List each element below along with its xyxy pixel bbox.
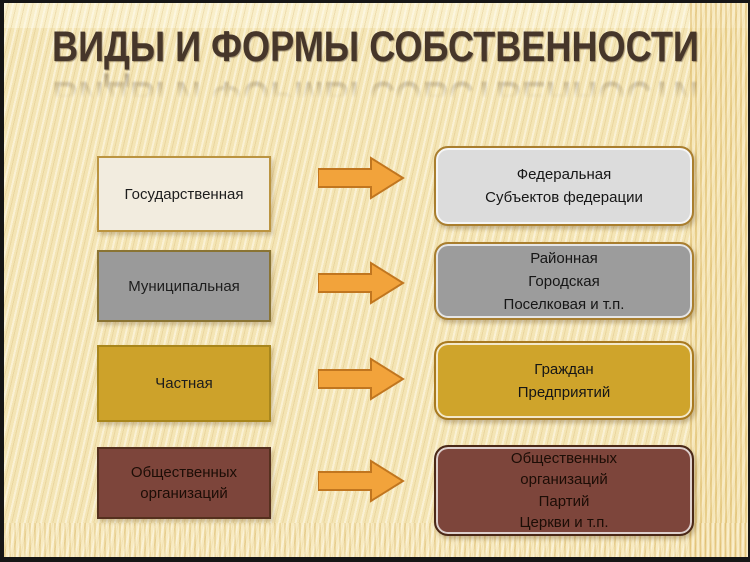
arrow-shape bbox=[318, 261, 405, 305]
category-label-state: Государственная bbox=[124, 185, 244, 203]
title-block: ВИДЫ И ФОРМЫ СОБСТВЕННОСТИ ВИДЫ И ФОРМЫ … bbox=[52, 22, 750, 120]
category-label-private: Частная bbox=[155, 375, 213, 392]
category-label-public: Общественных организаций bbox=[130, 464, 238, 502]
box-line: Поселковая и т.п. bbox=[503, 295, 625, 313]
page-title: ВИДЫ И ФОРМЫ СОБСТВЕННОСТИ bbox=[52, 23, 699, 71]
category-box-public: Общественных организаций bbox=[97, 447, 271, 519]
arrow-right-icon bbox=[318, 357, 405, 401]
title-reflection: ВИДЫ И ФОРМЫ СОБСТВЕННОСТИ bbox=[52, 72, 699, 120]
box-line: Субъектов федерации bbox=[485, 189, 643, 206]
box-line: Федеральная bbox=[516, 166, 612, 183]
arrow-right-icon bbox=[318, 156, 405, 200]
box-line: Граждан bbox=[534, 360, 594, 378]
category-label-municipal: Муниципальная bbox=[128, 277, 240, 295]
box-line: Общественных bbox=[510, 449, 618, 467]
category-box-private: Частная bbox=[97, 345, 271, 422]
arrow-right-icon bbox=[318, 459, 405, 503]
box-line: организаций bbox=[520, 471, 608, 488]
box-line: Районная bbox=[530, 249, 598, 267]
box-line: Городская bbox=[528, 272, 600, 290]
box-line: Партий bbox=[538, 492, 590, 510]
arrow-shape bbox=[318, 156, 405, 200]
box-line: Церкви и т.п. bbox=[519, 514, 609, 531]
arrow-shape bbox=[318, 459, 405, 503]
arrow-shape bbox=[318, 357, 405, 401]
category-box-state: Государственная bbox=[97, 156, 271, 232]
category-box-municipal: Муниципальная bbox=[97, 250, 271, 322]
arrow-right-icon bbox=[318, 261, 405, 305]
box-line: Предприятий bbox=[517, 383, 611, 401]
